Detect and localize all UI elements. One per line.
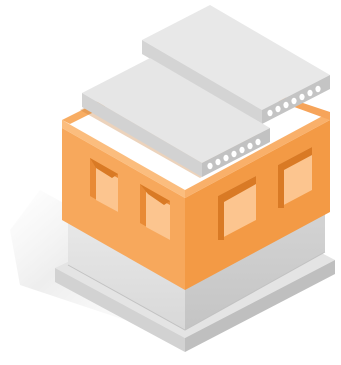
building-block-icon (0, 0, 341, 365)
house-illustration (0, 0, 341, 365)
